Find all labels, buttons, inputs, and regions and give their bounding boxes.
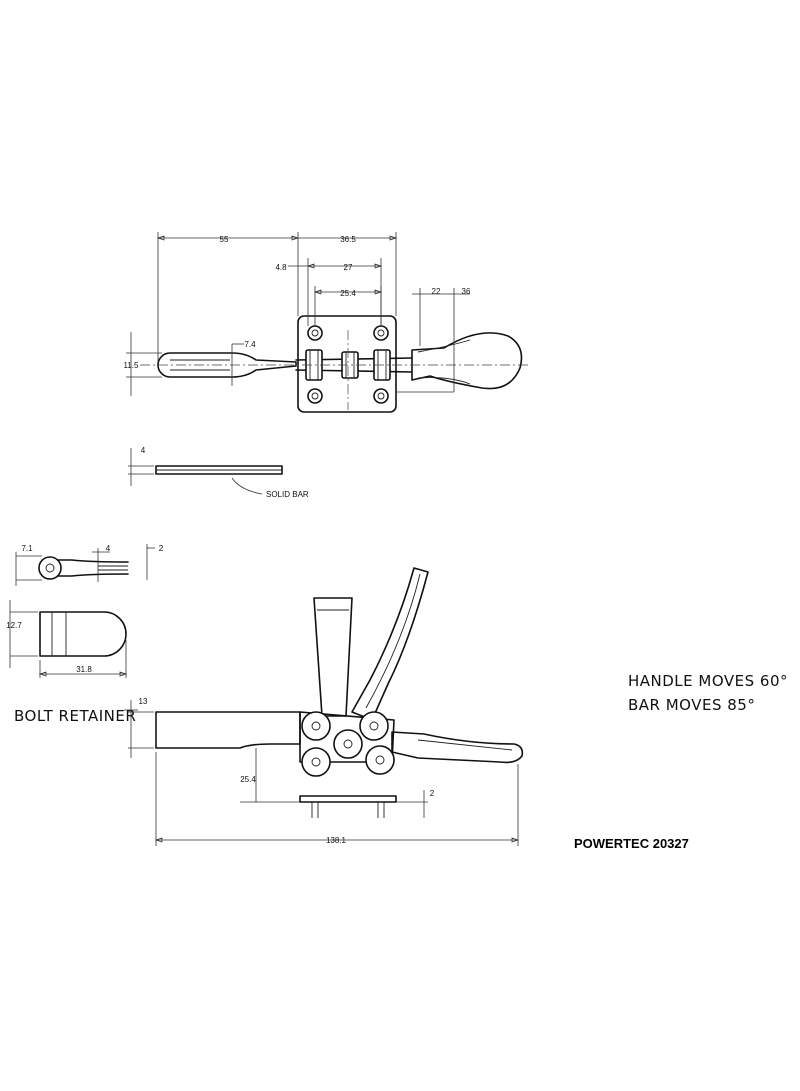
dim-31-8: 31.8: [76, 665, 92, 674]
dim-4-bar: 4: [141, 446, 146, 455]
dim-7-1: 7.1: [21, 544, 33, 553]
bar-loop: [157, 352, 297, 378]
handle-moves-note: HANDLE MOVES 60°: [628, 672, 788, 690]
bolt-retainer-views: 7.1 4 2 12.7 31.8 BOLT RETAINER: [6, 544, 164, 725]
dim-55: 55: [220, 235, 229, 244]
bolt-retainer-label: BOLT RETAINER: [14, 707, 136, 725]
base-plate: [297, 315, 397, 413]
dim-138-1: 138.1: [326, 836, 347, 845]
dim-22: 22: [432, 287, 441, 296]
bar-moves-note: BAR MOVES 85°: [628, 696, 755, 714]
dim-36-5: 36.5: [340, 235, 356, 244]
side-view: 13 25.4 2 138.1: [128, 567, 524, 846]
dim-36: 36: [462, 287, 471, 296]
model-label: POWERTEC 20327: [574, 836, 689, 851]
dim-7-4: 7.4: [244, 340, 256, 349]
handle-lever: [351, 567, 429, 721]
top-view: 55 36.5 4.8 27 25.4 22 36 7.4 11.5: [124, 232, 530, 413]
dim-4-retainer: 4: [106, 544, 111, 553]
dim-2-retainer: 2: [159, 544, 164, 553]
dim-11-5: 11.5: [124, 361, 140, 370]
upright-tube: [313, 597, 353, 717]
dim-2-base: 2: [430, 789, 435, 798]
notes: HANDLE MOVES 60° BAR MOVES 85° POWERTEC …: [574, 672, 788, 851]
solid-bar-view: 4 SOLID BAR: [128, 446, 309, 499]
dim-25-4-side: 25.4: [240, 775, 256, 784]
dim-25-4-top: 25.4: [340, 289, 356, 298]
clamping-bar: [155, 711, 301, 749]
dim-12-7: 12.7: [6, 621, 22, 630]
pivot-joints: [301, 711, 395, 777]
solid-bar-label: SOLID BAR: [266, 490, 309, 499]
dim-4-8: 4.8: [275, 263, 287, 272]
dim-13: 13: [139, 697, 148, 706]
dim-27: 27: [344, 263, 353, 272]
handle-grip-side: [391, 731, 524, 764]
